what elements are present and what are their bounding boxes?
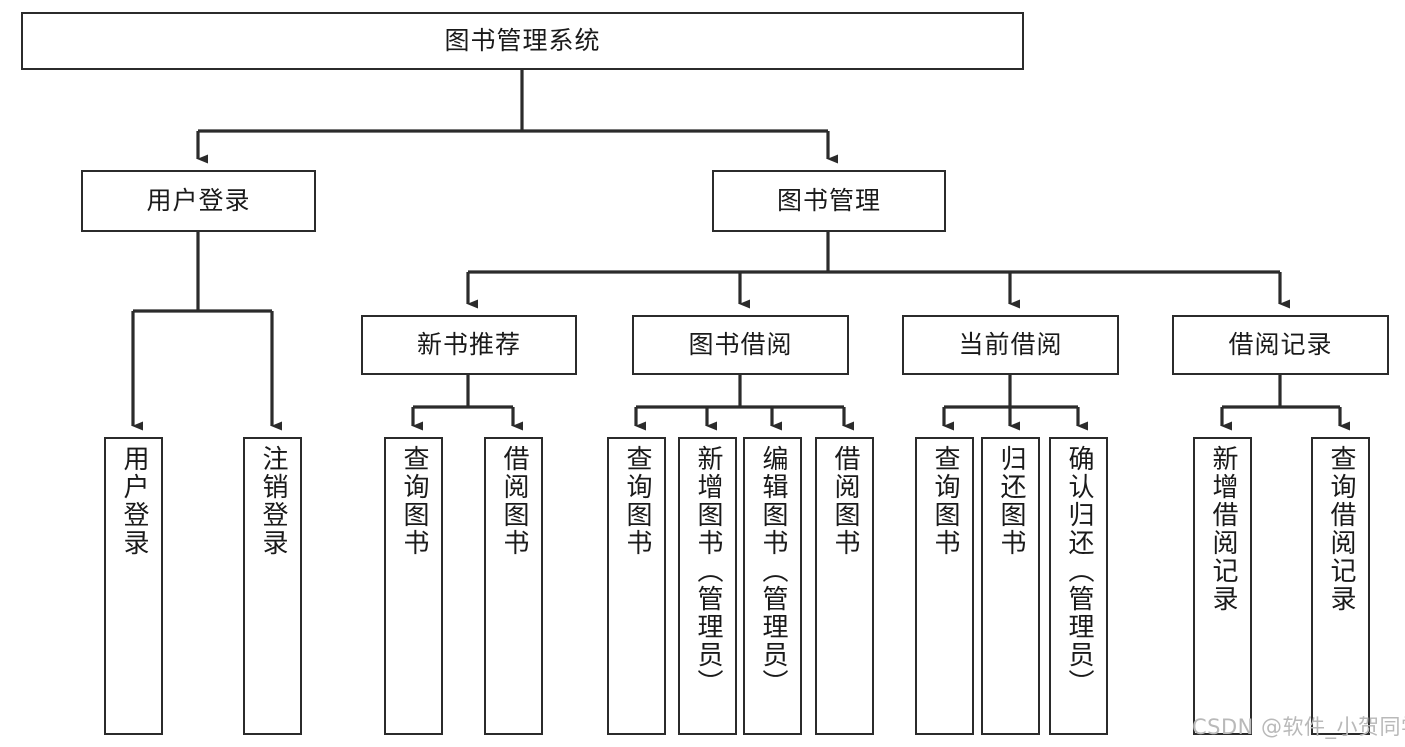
node-label: 借阅图书 (830, 445, 861, 557)
node-borrow-record[interactable]: 借阅记录 (1172, 315, 1389, 375)
leaf-add-record[interactable]: 新增借阅记录 (1193, 437, 1252, 735)
node-label: 归还图书 (996, 445, 1027, 557)
node-label: 用户登录 (119, 445, 150, 557)
node-label: 查询图书 (622, 445, 653, 557)
leaf-query-book-2[interactable]: 查询图书 (607, 437, 666, 735)
node-label: 查询图书 (399, 445, 430, 557)
node-label: 编辑图书（管理员） (758, 445, 789, 697)
leaf-query-book-1[interactable]: 查询图书 (384, 437, 443, 735)
node-label: 用户登录 (146, 185, 251, 215)
node-root-system[interactable]: 图书管理系统 (21, 12, 1024, 70)
node-user-login[interactable]: 用户登录 (81, 170, 316, 232)
node-label: 新书推荐 (416, 329, 521, 359)
node-new-book-recommend[interactable]: 新书推荐 (361, 315, 577, 375)
node-book-borrow[interactable]: 图书借阅 (632, 315, 849, 375)
node-label: 新增借阅记录 (1208, 445, 1239, 613)
node-label: 图书借阅 (688, 329, 793, 359)
node-current-borrow[interactable]: 当前借阅 (902, 315, 1119, 375)
csdn-watermark: CSDN @软件_小贺同学 (1192, 715, 1405, 739)
node-label: 注销登录 (258, 445, 289, 557)
leaf-borrow-book-1[interactable]: 借阅图书 (484, 437, 543, 735)
node-label: 确认归还（管理员） (1064, 445, 1095, 697)
leaf-user-login[interactable]: 用户登录 (104, 437, 163, 735)
node-label: 借阅图书 (499, 445, 530, 557)
node-label: 图书管理系统 (444, 25, 601, 55)
leaf-return-book[interactable]: 归还图书 (981, 437, 1040, 735)
node-book-management[interactable]: 图书管理 (712, 170, 946, 232)
node-label: 查询图书 (930, 445, 961, 557)
leaf-edit-book[interactable]: 编辑图书（管理员） (743, 437, 802, 735)
node-label: 借阅记录 (1228, 329, 1333, 359)
leaf-add-book[interactable]: 新增图书（管理员） (678, 437, 737, 735)
node-label: 查询借阅记录 (1326, 445, 1357, 613)
leaf-borrow-book-2[interactable]: 借阅图书 (815, 437, 874, 735)
leaf-query-record[interactable]: 查询借阅记录 (1311, 437, 1370, 735)
leaf-query-book-3[interactable]: 查询图书 (915, 437, 974, 735)
leaf-confirm-return[interactable]: 确认归还（管理员） (1049, 437, 1108, 735)
leaf-logout[interactable]: 注销登录 (243, 437, 302, 735)
node-label: 新增图书（管理员） (693, 445, 724, 697)
node-label: 图书管理 (776, 185, 881, 215)
node-label: 当前借阅 (958, 329, 1063, 359)
